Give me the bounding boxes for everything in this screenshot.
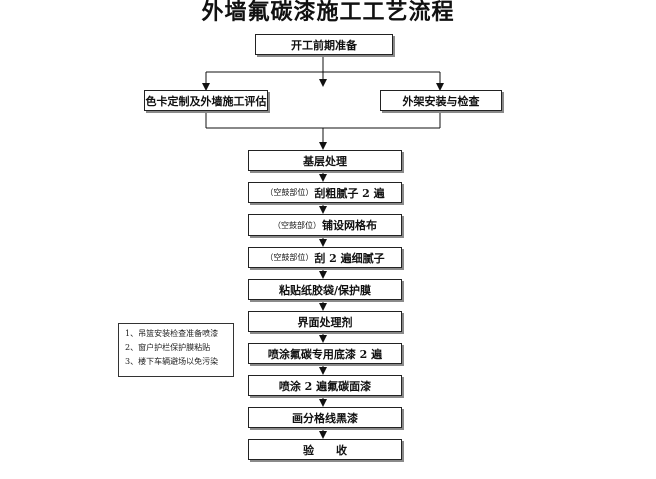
step-topcoat: 喷涂 2 遍氟碳面漆 — [248, 375, 402, 396]
step-label: 铺设网格布 — [322, 219, 377, 232]
step-tag: （空鼓部位） — [265, 188, 314, 197]
step-coarse-putty: （空鼓部位） 刮粗腻子 2 遍 — [248, 182, 402, 203]
step-acceptance: 验 收 — [248, 439, 402, 460]
step-paper-film: 粘贴纸胶袋/保护膜 — [248, 279, 402, 300]
note-item: 1、吊篮安装检查准备喷漆 — [125, 329, 219, 338]
note-item: 2、窗户护栏保护膜粘贴 — [125, 343, 211, 352]
step-tag: （空鼓部位） — [273, 220, 321, 230]
step-grid-lines: 画分格线黑漆 — [248, 407, 402, 428]
step-scaffold: 外架安装与检查 — [380, 90, 502, 111]
note-item: 3、楼下车辆避场以免污染 — [125, 357, 219, 366]
step-base: 基层处理 — [248, 150, 402, 171]
notes-box: 1、吊篮安装检查准备喷漆 2、窗户护栏保护膜粘贴 3、楼下车辆避场以免污染 — [118, 323, 234, 377]
step-label: 刮 2 遍细腻子 — [314, 251, 385, 265]
step-tag: （空鼓部位） — [265, 253, 314, 262]
step-label: 刮粗腻子 2 遍 — [314, 186, 385, 200]
step-primer: 喷涂氟碳专用底漆 2 遍 — [248, 343, 402, 364]
step-mesh: （空鼓部位） 铺设网格布 — [248, 214, 402, 236]
page-title: 外墙氟碳漆施工工艺流程 — [201, 0, 455, 25]
step-interface: 界面处理剂 — [248, 311, 402, 332]
step-prep: 开工前期准备 — [255, 34, 393, 55]
step-color-card: 色卡定制及外墙施工评估 — [144, 90, 268, 111]
step-fine-putty: （空鼓部位） 刮 2 遍细腻子 — [248, 247, 402, 268]
